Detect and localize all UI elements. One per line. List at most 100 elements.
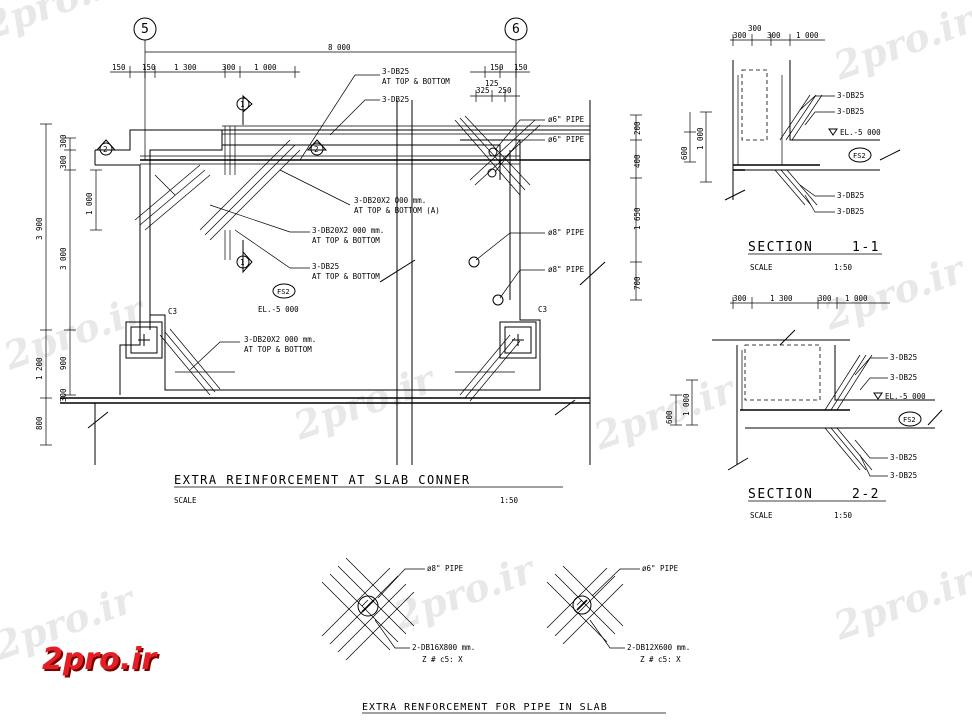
s2-dim: 1 000 [682, 393, 691, 416]
s2-scale-label: SCALE [750, 511, 773, 520]
detail-label: ø8" PIPE [427, 564, 464, 573]
label: AT TOP & BOTTOM [312, 272, 380, 281]
s1-label: 3-DB25 [837, 91, 864, 100]
rebar [134, 115, 590, 402]
dim-right: 200 [633, 121, 642, 135]
level-icon [828, 128, 838, 136]
column-c3-right [499, 321, 537, 359]
s1-scale-label: SCALE [750, 263, 773, 272]
s1-number: 1-1 [852, 240, 880, 255]
pipe-8-icon [468, 256, 480, 268]
s1-label: 3-DB25 [837, 191, 864, 200]
detail-label: 2-DB16X800 mm. [412, 643, 475, 652]
pipe-8-icon [492, 294, 504, 306]
s2-scale-value: 1:50 [834, 511, 853, 520]
label: 3-DB25 [382, 67, 409, 76]
detail-label: Z # c5: X [640, 655, 681, 664]
grid-label-5: 5 [141, 22, 149, 37]
fs-tag [898, 411, 922, 427]
label: 3-DB25 [382, 95, 409, 104]
dim-top: 150 [490, 63, 504, 72]
detail-label: Z # c5: X [422, 655, 463, 664]
s2-title: SECTION [748, 487, 813, 502]
s1-label: EL.-5 000 [840, 128, 881, 137]
marker-label: 2 [103, 145, 108, 154]
s2-dim: 300 [818, 294, 832, 303]
pipe-detail: ø8" PIPE 2-DB16X800 mm. Z # c5: X ø6" PI… [321, 557, 690, 714]
s1-dim: 300 [748, 24, 762, 33]
section-marker-1-bottom: 1 [236, 240, 253, 274]
plan-scale-label: SCALE [174, 496, 197, 505]
dim-right: 1 650 [633, 207, 642, 230]
marker-label: 1 [240, 100, 245, 109]
pipe-6-icon [488, 147, 498, 157]
dim-left: 300 [59, 388, 68, 402]
marker-label: 1 [240, 258, 245, 267]
svg-text:2pro.ir: 2pro.ir [387, 545, 543, 638]
label: ø6" PIPE [548, 115, 585, 124]
dim-top: 150 [142, 63, 156, 72]
svg-text:2pro.ir: 2pro.ir [287, 355, 443, 448]
slab-outline [60, 100, 606, 465]
s2-number: 2-2 [852, 487, 880, 502]
section-marker-2-left: 2 [95, 139, 117, 156]
s2-dim: 600 [665, 410, 674, 424]
label: 3-DB20X2 000 mm. [312, 226, 384, 235]
column-c3-left [125, 321, 163, 359]
site-logo[interactable]: 2pro.ir [42, 642, 157, 677]
s1-dim: 300 [767, 31, 781, 40]
dim-right: 400 [633, 154, 642, 168]
s2-dim: 300 [733, 294, 747, 303]
label: ø8" PIPE [548, 228, 585, 237]
s1-title: SECTION [748, 240, 813, 255]
label: ø6" PIPE [548, 135, 585, 144]
dim-top: 150 [112, 63, 126, 72]
s2-dim: 1 300 [770, 294, 793, 303]
s2-label: 3-DB25 [890, 453, 917, 462]
svg-text:2pro.ir: 2pro.ir [0, 0, 133, 49]
s1-dim: 1 000 [796, 31, 819, 40]
section-marker-1-top: 1 [236, 94, 253, 125]
svg-text:2pro.ir: 2pro.ir [827, 555, 972, 648]
grid-label-6: 6 [512, 22, 520, 37]
s2-dim: 1 000 [845, 294, 868, 303]
level-icon [873, 392, 883, 400]
fs-tag [272, 283, 296, 299]
column-label-left: C3 [168, 307, 177, 316]
section-1-1: 300 300 300 1 000 1 000 600 [680, 24, 901, 272]
pipe-6-icon [487, 168, 497, 178]
label: 3-DB25 [312, 262, 339, 271]
dim-top-total: 8 000 [328, 43, 351, 52]
label: AT TOP & BOTTOM [312, 236, 380, 245]
s1-label: 3-DB25 [837, 207, 864, 216]
svg-text:2pro.ir: 2pro.ir [817, 245, 972, 338]
dim-left: 3 900 [35, 217, 44, 240]
label: AT TOP & BOTTOM (A) [354, 206, 440, 215]
dim-left: 1 000 [85, 192, 94, 215]
svg-text:2pro.ir: 2pro.ir [827, 0, 972, 89]
fs-tag [848, 147, 872, 163]
s1-label: FS2 [853, 152, 866, 160]
dim-right: 700 [633, 276, 642, 290]
column-label-right: C3 [538, 305, 547, 314]
dim-left: 300 [59, 134, 68, 148]
dim-left: 900 [59, 356, 68, 370]
label: AT TOP & BOTTOM [382, 77, 450, 86]
dim-top: 325 [476, 86, 490, 95]
marker-label: 2 [314, 145, 319, 154]
label: 3-DB20X2 000 mm. [244, 335, 316, 344]
plan-view: 5 6 8 000 150 150 1 300 300 1 000 325 12… [35, 17, 642, 505]
s1-dim: 1 000 [696, 127, 705, 150]
label: AT TOP & BOTTOM [244, 345, 312, 354]
dim-top: 150 [514, 63, 528, 72]
dim-top: 1 300 [174, 63, 197, 72]
s2-label: 3-DB25 [890, 373, 917, 382]
label: 3-DB20X2 000 mm. [354, 196, 426, 205]
plan-scale-value: 1:50 [500, 496, 519, 505]
elevation-label: EL.-5 000 [258, 305, 299, 314]
dim-top: 125 [485, 79, 499, 88]
dim-top: 300 [222, 63, 236, 72]
label: ø8" PIPE [548, 265, 585, 274]
dim-left: 3 000 [59, 247, 68, 270]
